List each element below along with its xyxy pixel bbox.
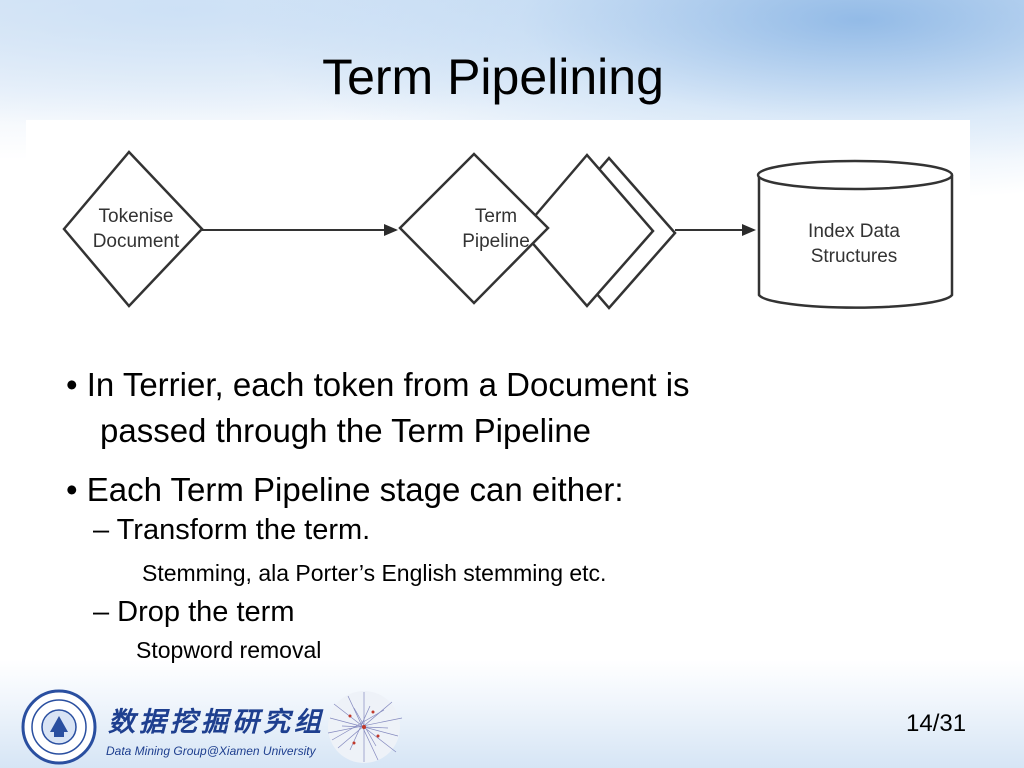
tokenise-document-node: Tokenise Document (64, 152, 202, 306)
index-line2: Structures (811, 246, 898, 267)
index-line1: Index Data (808, 221, 900, 242)
sub-note-stopword: Stopword removal (136, 636, 321, 664)
tokenise-line1: Tokenise (99, 206, 174, 227)
pipeline-line1: Term (475, 206, 517, 227)
index-data-structures-node: Index Data Structures (758, 161, 952, 308)
pipeline-diagram: Tokenise Document Term Pipeline Index Da… (26, 120, 970, 325)
pipeline-line2: Pipeline (462, 231, 530, 252)
term-pipeline-node: Term Pipeline (400, 154, 675, 308)
sub-note-stemming: Stemming, ala Porter’s English stemming … (142, 558, 606, 588)
bullet-2: • Each Term Pipeline stage can either: (66, 468, 624, 512)
network-graph-icon (318, 688, 410, 766)
university-seal-icon (18, 688, 100, 766)
bullet-1-line2: passed through the Term Pipeline (66, 408, 690, 454)
page-number: 14/31 (906, 710, 966, 738)
sub-bullet-transform: – Transform the term. (93, 512, 370, 548)
tokenise-line2: Document (93, 231, 180, 252)
sub-bullet-drop: – Drop the term (93, 594, 294, 630)
bullet-1-line1: • In Terrier, each token from a Document… (66, 366, 690, 403)
slide-title: Term Pipelining (0, 48, 986, 106)
group-name-english: Data Mining Group@Xiamen University (106, 744, 316, 758)
group-name-chinese: 数据挖掘研究组 (108, 700, 325, 739)
bullet-1: • In Terrier, each token from a Document… (66, 362, 690, 454)
